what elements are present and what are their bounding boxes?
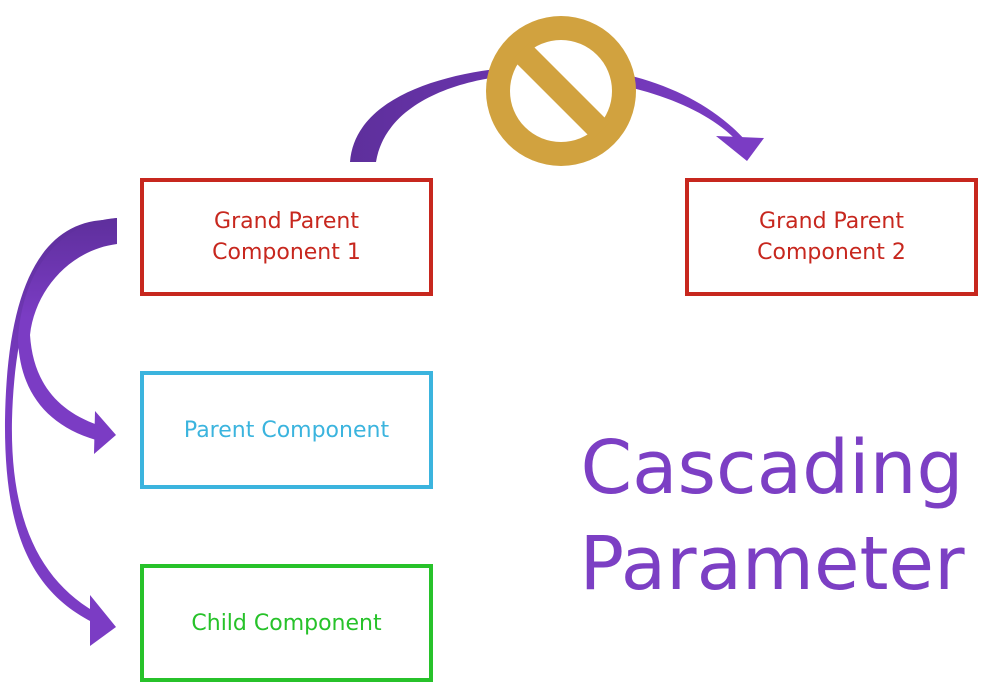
parent-component-node: Parent Component: [140, 371, 433, 489]
arrow-to-parent-head: [94, 411, 116, 454]
grand-parent-component-2-node: Grand Parent Component 2: [685, 178, 978, 296]
arrow-to-parent: [18, 218, 117, 440]
arrow-to-child-head: [90, 595, 116, 646]
child-component-label: Child Component: [191, 610, 382, 636]
parent-component-label: Parent Component: [183, 417, 390, 443]
child-component-node: Child Component: [140, 564, 433, 682]
grand-parent-component-1-node: Grand Parent Component 1: [140, 178, 433, 296]
blocked-arrow: [350, 65, 745, 162]
blocked-arrow-head: [716, 136, 764, 161]
prohibited-icon: [486, 16, 636, 166]
grand-parent-component-1-label: Grand Parent Component 1: [212, 209, 361, 265]
grand-parent-component-2-label: Grand Parent Component 2: [757, 209, 906, 265]
diagram-title: Cascading Parameter: [579, 425, 965, 607]
